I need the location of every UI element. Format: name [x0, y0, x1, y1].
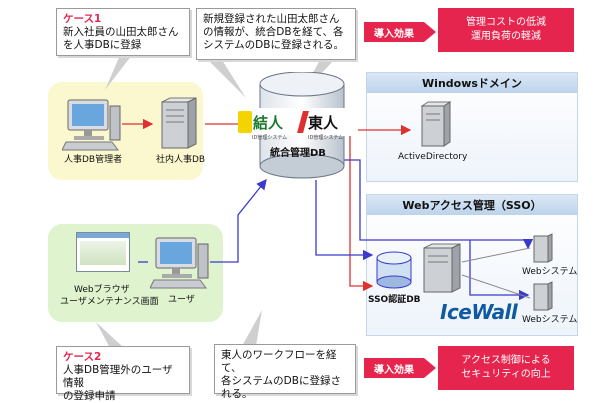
note-bottom-callout: 東人のワークフローを経て、 各システムのDBに登録さ れる。 [214, 344, 356, 400]
effect-top-tag: 導入効果 [364, 22, 424, 42]
azumato-logo-subtitle: ID管理システム [308, 135, 344, 141]
effect-bottom-arrow-icon [424, 358, 436, 378]
admin-computer-icon [62, 99, 121, 151]
note-top-line-3: システムのDBに登録される。 [203, 39, 344, 51]
user-label: ユーザ [168, 295, 195, 305]
case2-callout: ケース2 人事DB管理外のユーザ情報 の登録申請 [56, 346, 190, 402]
case2-line-2: の登録申請 [63, 390, 116, 402]
browser-window [76, 232, 130, 272]
web-system-1-icon [533, 233, 553, 263]
effect-bottom-tag: 導入効果 [364, 358, 424, 378]
note-bottom-line-3: れる。 [221, 388, 253, 400]
effect-top-line-2: 運用負荷の軽減 [471, 31, 541, 42]
yuito-logo-subtitle: ID管理システム [252, 135, 288, 141]
yuito-logo-mark-icon [238, 111, 252, 133]
sso-db-cylinder [376, 251, 412, 289]
browser-label-2: ユーザメンテナンス画面 [60, 297, 159, 307]
note-top-line-1: 新規登録された山田太郎さん [203, 13, 340, 25]
windows-domain-title: Windowsドメイン [367, 73, 577, 93]
case1-line-2: を人事DBに登録 [63, 39, 142, 51]
hr-db-server-icon [161, 97, 197, 149]
effect-top-arrow-icon [424, 22, 436, 42]
web-system-1-label: Webシステム [522, 267, 578, 277]
case1-line-1: 新入社員の山田太郎さん [63, 26, 179, 38]
user-computer-icon [150, 237, 209, 289]
icewall-logo: IceWall [440, 300, 518, 324]
effect-top-line-1: 管理コストの低減 [466, 17, 546, 28]
effect-top-box: 管理コストの低減 運用負荷の軽減 [438, 8, 574, 52]
ad-server-label: ActiveDirectory [398, 152, 468, 162]
yuito-logo: 結人 [238, 108, 300, 136]
azumato-logo-text: 東人 [308, 113, 339, 132]
note-top-callout: 新規登録された山田太郎さん の情報が、統合DBを経て、各 システムのDBに登録さ… [196, 8, 356, 60]
hr-db-label: 社内人事DB [156, 155, 206, 165]
note-bottom-line-1: 東人のワークフローを経て、 [221, 349, 337, 374]
browser-titlebar [77, 233, 129, 238]
effect-bottom-line-1: アクセス制御による [461, 355, 551, 366]
web-access-panel: Webアクセス管理（SSO） [366, 194, 578, 336]
sso-db-label: SSO認証DB [368, 295, 421, 305]
web-system-2-icon [533, 281, 553, 311]
integrated-db-label: 統合管理DB [270, 148, 326, 159]
web-access-title: Webアクセス管理（SSO） [367, 195, 577, 215]
case1-callout: ケース1 新入社員の山田太郎さん を人事DBに登録 [56, 8, 190, 56]
effect-bottom-line-2: セキュリティの向上 [461, 369, 551, 380]
browser-content [80, 241, 126, 265]
note-top-line-2: の情報が、統合DBを経て、各 [203, 26, 344, 38]
yuito-logo-text: 結人 [253, 113, 284, 132]
note-bottom-line-2: 各システムのDBに登録さ [221, 375, 341, 387]
case2-line-1: 人事DB管理外のユーザ情報 [63, 364, 173, 389]
browser-label-1: Webブラウザ [74, 285, 130, 295]
azumato-logo: 東人 [297, 108, 358, 136]
hr-admin-label: 人事DB管理者 [64, 155, 123, 165]
case2-title: ケース2 [63, 351, 102, 363]
effect-bottom-box: アクセス制御による セキュリティの向上 [438, 346, 574, 390]
ad-server-icon [420, 101, 452, 147]
case1-title: ケース1 [63, 13, 102, 25]
web-system-2-label: Webシステム [522, 315, 578, 325]
sso-server-icon [423, 243, 461, 293]
